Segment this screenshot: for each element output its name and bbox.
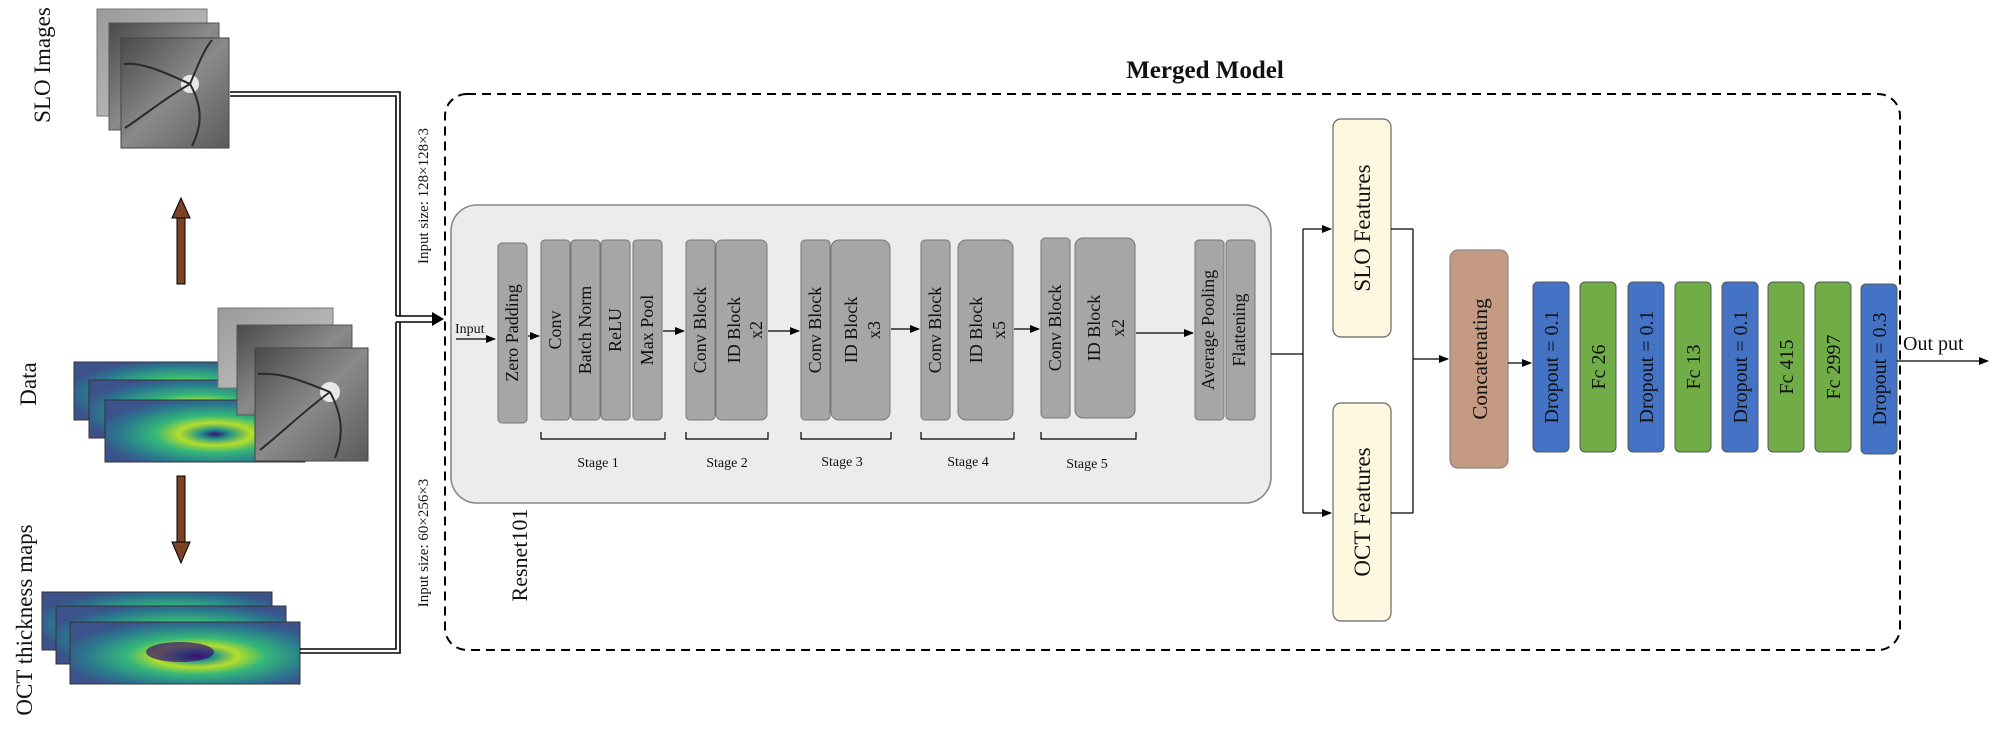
stage2-conv-label: Conv Block	[690, 287, 710, 374]
oct-map-stack	[41, 591, 301, 685]
stage3-id-label: ID Block	[841, 297, 861, 364]
slo-features-box	[1332, 118, 1392, 338]
up-arrow-icon	[171, 196, 191, 285]
dropout-layer-2	[1627, 281, 1665, 453]
oct-input-size: Input size: 60×256×3	[416, 479, 432, 608]
fc-415-label: Fc 415	[1776, 340, 1798, 395]
stage5-id-mult: x2	[1108, 319, 1128, 337]
stage-1-label: Stage 1	[577, 456, 619, 471]
stage4-id-mult: x5	[989, 321, 1009, 339]
fc-2997-label: Fc 2997	[1823, 335, 1845, 400]
relu-block	[600, 239, 631, 421]
zero-padding-block	[497, 242, 528, 424]
stage-2-label: Stage 2	[706, 456, 748, 471]
fc-26-layer	[1579, 281, 1617, 453]
slo-features-label: SLO Features	[1350, 164, 1375, 291]
zero-padding-label: Zero Padding	[502, 284, 522, 381]
oct-maps-label: OCT thickness maps	[12, 524, 37, 715]
dropout-label-1: Dropout = 0.1	[1541, 311, 1563, 424]
down-arrow-icon	[171, 475, 191, 565]
stage5-id-label: ID Block	[1084, 295, 1104, 362]
fc-2997-layer	[1814, 281, 1852, 453]
average-pooling-label: Average Pooling	[1198, 270, 1218, 390]
stage5-conv-block	[1040, 237, 1071, 419]
concatenating-label: Concatenating	[1468, 298, 1492, 420]
fc-13-label: Fc 13	[1683, 345, 1705, 390]
flattening-label: Flattening	[1229, 294, 1249, 367]
fc-415-layer	[1767, 281, 1805, 453]
resnet-input-label: Input	[455, 322, 485, 337]
stage4-conv-block	[920, 239, 951, 421]
dropout-layer-3	[1721, 281, 1759, 453]
stage-brackets	[540, 432, 1137, 440]
merged-model-container	[444, 93, 1901, 651]
max-pool-label: Max Pool	[637, 295, 657, 366]
flattening-block	[1225, 239, 1256, 421]
conv-label: Conv	[545, 310, 565, 349]
slo-input-size: Input size: 128×128×3	[416, 128, 432, 264]
batch-norm-block	[570, 239, 601, 421]
oct-features-label: OCT Features	[1350, 447, 1375, 576]
resnet-name: Resnet101	[507, 509, 532, 602]
stage4-id-label: ID Block	[966, 297, 986, 364]
stage3-conv-label: Conv Block	[805, 287, 825, 374]
dropout-layer-1	[1532, 281, 1570, 453]
stage5-conv-label: Conv Block	[1045, 285, 1065, 372]
dropout-label-4: Dropout = 0.3	[1869, 313, 1891, 426]
diagram-title: Merged Model	[1126, 57, 1284, 84]
stage-4-label: Stage 4	[947, 455, 989, 470]
batch-norm-label: Batch Norm	[575, 286, 595, 374]
conv-block	[540, 239, 571, 421]
oct-features-box	[1332, 402, 1392, 622]
stage3-id-block	[830, 239, 891, 421]
stage4-conv-label: Conv Block	[925, 287, 945, 374]
relu-label: ReLU	[605, 308, 625, 352]
stage5-id-block	[1074, 237, 1136, 419]
input-connectors	[230, 91, 432, 654]
fc-26-label: Fc 26	[1588, 345, 1610, 390]
stage2-id-mult: x2	[746, 321, 766, 339]
data-label: Data	[16, 362, 41, 405]
stage2-conv-block	[685, 239, 716, 421]
stage-3-label: Stage 3	[821, 455, 863, 470]
dropout-label-2: Dropout = 0.1	[1636, 311, 1658, 424]
stage-5-label: Stage 5	[1066, 457, 1108, 472]
stage2-id-label: ID Block	[724, 297, 744, 364]
average-pooling-block	[1194, 239, 1225, 421]
slo-image-stack	[96, 8, 230, 149]
data-image-stack	[73, 307, 369, 463]
stage3-conv-block	[800, 239, 831, 421]
output-label: Out put	[1903, 333, 1964, 355]
dropout-label-3: Dropout = 0.1	[1730, 311, 1752, 424]
max-pool-block	[632, 239, 663, 421]
stage2-id-block	[715, 239, 768, 421]
stage4-id-block	[957, 239, 1014, 421]
fc-13-layer	[1674, 281, 1712, 453]
concatenating-box	[1449, 249, 1509, 469]
stage3-id-mult: x3	[864, 321, 884, 339]
dropout-layer-4	[1860, 283, 1898, 455]
slo-images-label: SLO Images	[30, 7, 55, 123]
